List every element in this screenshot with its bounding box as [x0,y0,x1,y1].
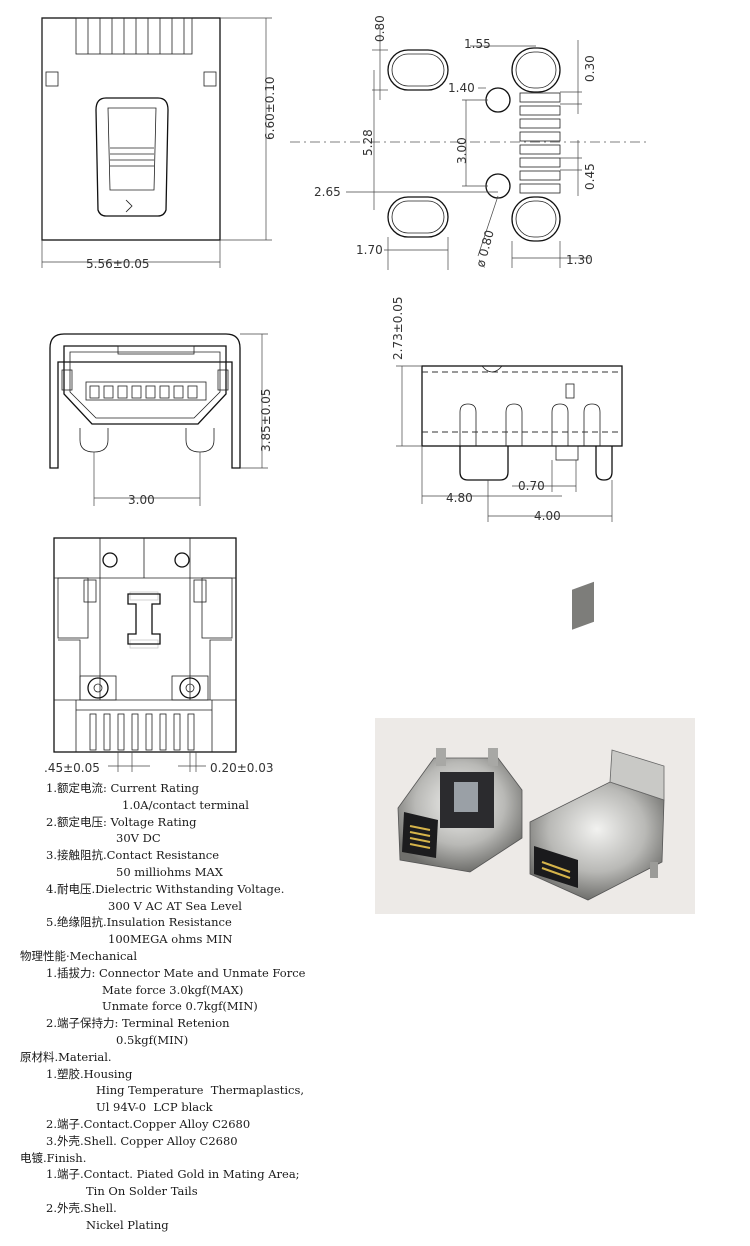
pad-pitch-dim: 1.55 [464,37,491,51]
top-view-width-dim: 5.56±0.05 [86,257,150,271]
hole-dia-dim: ø 0.80 [473,229,496,269]
spec-line: 原材料.Material. [20,1049,112,1064]
top-view: 6.60±0.10 5.56±0.05 [41,17,277,271]
product-photo [375,581,695,914]
spec-line: 1.端子.Contact. Piated Gold in Mating Area… [46,1167,300,1182]
spec-line: 1.塑胶.Housing [46,1066,133,1081]
spec-line: 3.外壳.Shell. Copper Alloy C2680 [46,1133,238,1148]
post-spacing-dim: 3.00 [455,137,469,164]
spec-line: 1.额定电流: Current Rating [46,781,200,795]
pad-width-left-dim: 1.70 [356,243,383,257]
pad-span-dim: 5.28 [361,129,375,156]
spec-line: 30V DC [116,831,161,846]
spec-line: Tin On Solder Tails [86,1184,198,1199]
bottom-view-pins [89,713,195,751]
spec-line: 3.接触阻抗.Contact Resistance [46,848,220,863]
front-view-contacts [85,381,207,401]
side-offset-dim: 4.80 [446,491,473,505]
footprint-view: 0.80 1.55 0.30 1.40 5.28 3.00 2.65 1.70 … [290,15,650,270]
connector-photo-left [397,748,523,873]
pad-width-right-dim: 1.30 [566,253,593,267]
side-pin-offset-dim: 0.70 [518,479,545,493]
top-view-height-dim: 6.60±0.10 [263,77,277,141]
spec-line: 1.插拔力: Connector Mate and Unmate Force [46,965,306,980]
contact-pitch-dim: 0.30 [583,55,597,82]
post-hole-dim: 1.40 [448,81,475,95]
spec-line: Hing Temperature Thermaplastics, [96,1083,305,1098]
spec-line: 300 V AC AT Sea Level [108,898,242,913]
spec-line: 50 milliohms MAX [116,864,223,879]
spec-line: 0.5kgf(MIN) [116,1032,189,1047]
spec-line: 100MEGA ohms MIN [108,932,233,947]
footprint-contacts [519,92,561,194]
spec-line: Nickel Plating [86,1217,169,1232]
spec-line: 2.端子.Contact.Copper Alloy C2680 [46,1116,251,1131]
spec-line: 物理性能·Mechanical [20,948,137,963]
top-view-pins [75,17,193,55]
pad-offset-dim: 2.65 [314,185,341,199]
spec-line: 电镀.Finish. [20,1150,87,1165]
front-post-spacing-dim: 3.00 [128,493,155,507]
side-length-dim: 4.00 [534,509,561,523]
side-height-dim: 2.73±0.05 [391,297,405,361]
spec-line: 1.0A/contact terminal [122,797,249,812]
spec-list: 1.额定电流: Current Rating 1.0A/contact termi… [0,780,420,1234]
spec-line: 5.绝缘阻抗.Insulation Resistance [46,915,232,930]
spec-line: 4.耐电压.Dielectric Withstanding Voltage. [46,881,285,896]
connector-photo-right [529,581,665,901]
spec-line: 2.端子保持力: Terminal Retenion [46,1016,230,1031]
pin-width-dim: 0.45 [583,163,597,190]
front-view: 3.00 3.85±0.05 [49,333,273,507]
bottom-view: .45±0.05 0.20±0.03 [44,537,274,775]
side-view: 2.73±0.05 4.80 0.70 4.00 [391,297,623,523]
spec-line: Ul 94V-0 LCP black [96,1100,213,1115]
front-height-dim: 3.85±0.05 [259,389,273,453]
pad-height-dim: 0.80 [373,15,387,42]
bottom-pitch-dim: .45±0.05 [44,761,100,775]
spec-line: Unmate force 0.7kgf(MIN) [102,999,258,1014]
spec-line: 2.额定电压: Voltage Rating [46,814,197,829]
bottom-pin-width-dim: 0.20±0.03 [210,761,274,775]
spec-line: Mate force 3.0kgf(MAX) [102,982,244,997]
spec-line: 2.外壳.Shell. [46,1200,117,1215]
